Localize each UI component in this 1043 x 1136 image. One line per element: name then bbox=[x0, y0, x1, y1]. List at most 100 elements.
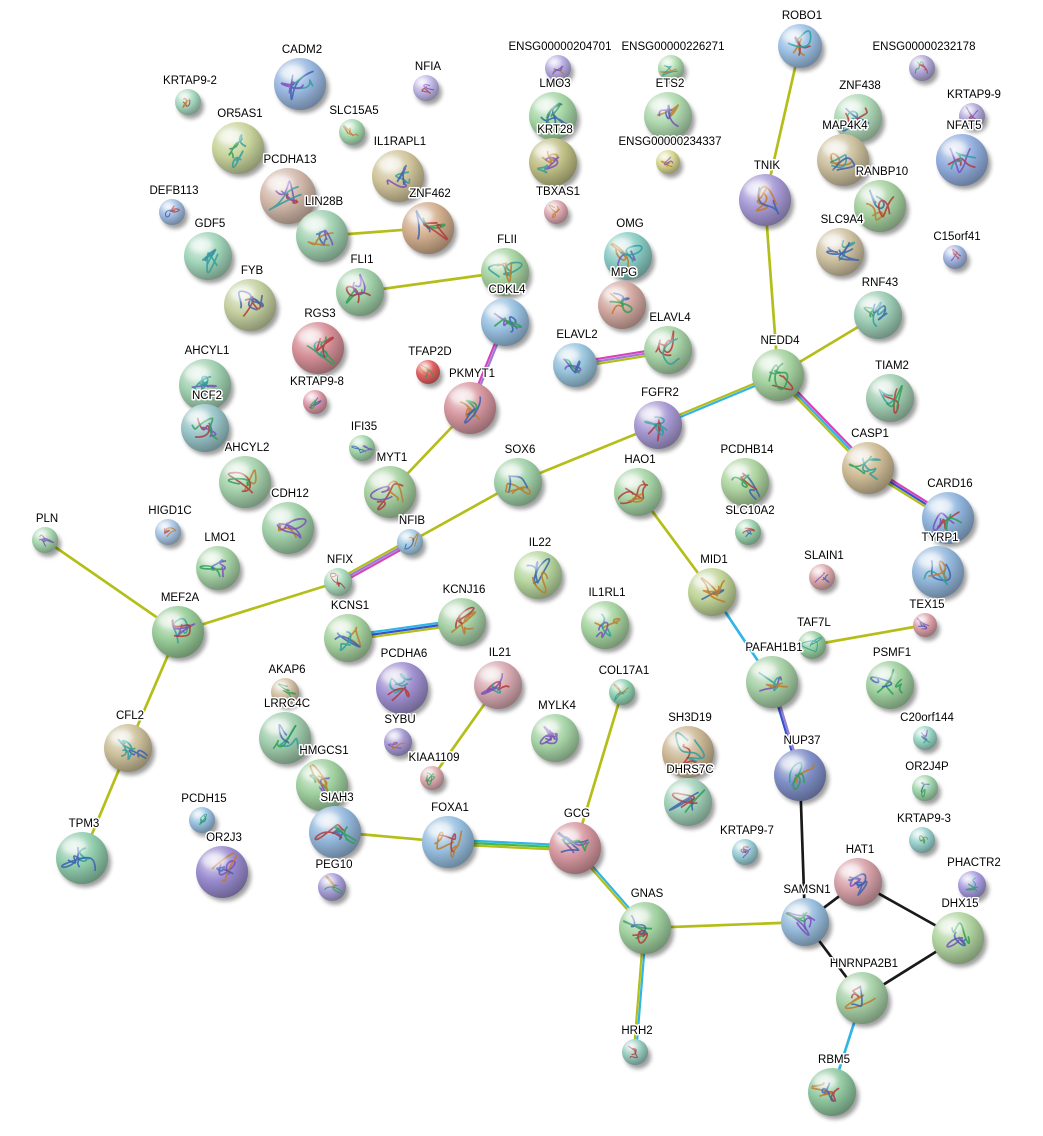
protein-node[interactable]: KCNS1 bbox=[324, 599, 375, 666]
protein-node[interactable]: DHRS7C bbox=[664, 763, 715, 830]
interaction-edge-strand[interactable] bbox=[763, 44, 802, 202]
protein-sphere[interactable] bbox=[809, 564, 835, 590]
protein-sphere[interactable] bbox=[494, 458, 542, 506]
protein-node[interactable]: ENSG00000234337 bbox=[617, 135, 723, 178]
protein-node[interactable]: PCDHB14 bbox=[719, 443, 776, 510]
protein-node[interactable]: COL17A1 bbox=[597, 664, 651, 709]
protein-node[interactable]: KRT28 bbox=[529, 123, 580, 190]
protein-node[interactable]: PCDH15 bbox=[180, 792, 228, 837]
protein-node[interactable]: KCNJ16 bbox=[438, 583, 489, 650]
protein-node[interactable]: IL1RAPL1 bbox=[372, 135, 428, 206]
protein-node[interactable]: CARD16 bbox=[922, 477, 977, 548]
protein-node[interactable]: CFL2 bbox=[104, 709, 155, 776]
interaction-edge-strand[interactable] bbox=[176, 580, 340, 634]
protein-sphere[interactable] bbox=[196, 846, 248, 898]
protein-node[interactable]: GNAS bbox=[619, 887, 674, 958]
protein-node[interactable]: ENSG00000226271 bbox=[620, 40, 726, 85]
protein-sphere[interactable] bbox=[152, 606, 204, 658]
interaction-edge[interactable] bbox=[810, 623, 927, 647]
protein-node[interactable]: NUP37 bbox=[774, 734, 829, 805]
protein-node[interactable]: NFIB bbox=[397, 514, 427, 559]
protein-node[interactable]: RANBP10 bbox=[854, 165, 910, 236]
protein-node[interactable]: ETS2 bbox=[644, 77, 695, 144]
protein-node[interactable]: TEX15 bbox=[908, 598, 946, 641]
protein-node[interactable]: MEF2A bbox=[152, 591, 207, 662]
protein-node[interactable]: TFAP2D bbox=[407, 345, 453, 388]
protein-sphere[interactable] bbox=[339, 119, 365, 145]
protein-node[interactable]: KRTAP9-9 bbox=[946, 88, 1002, 133]
protein-node[interactable]: HNRNPA2B1 bbox=[828, 957, 900, 1028]
protein-node[interactable]: SOX6 bbox=[494, 443, 545, 510]
protein-node[interactable]: SYBU bbox=[383, 713, 417, 760]
protein-node[interactable]: LMO1 bbox=[196, 531, 243, 594]
protein-node[interactable]: RNF43 bbox=[854, 276, 905, 343]
protein-sphere[interactable] bbox=[656, 150, 680, 174]
protein-node[interactable]: DEFB113 bbox=[148, 184, 200, 229]
protein-node[interactable]: ENSG00000232178 bbox=[871, 40, 977, 85]
protein-node[interactable]: RBM5 bbox=[808, 1053, 859, 1120]
protein-node[interactable]: PKMYT1 bbox=[444, 367, 499, 438]
protein-node[interactable]: IL1RL1 bbox=[581, 586, 632, 653]
protein-node[interactable]: GDF5 bbox=[184, 217, 235, 284]
protein-node[interactable]: HIGD1C bbox=[147, 504, 193, 549]
protein-node[interactable]: AKAP6 bbox=[267, 663, 307, 710]
protein-node[interactable]: SIAH3 bbox=[309, 791, 364, 862]
protein-node[interactable]: PLN bbox=[32, 512, 61, 557]
protein-node[interactable]: IL22 bbox=[514, 536, 565, 603]
protein-sphere[interactable] bbox=[739, 174, 791, 226]
protein-node[interactable]: PHACTR2 bbox=[946, 856, 1002, 903]
protein-node[interactable]: AHCYL1 bbox=[179, 344, 234, 415]
protein-node[interactable]: AHCYL2 bbox=[219, 441, 274, 512]
protein-node[interactable]: HMGCS1 bbox=[296, 744, 351, 815]
interaction-edge-strand[interactable] bbox=[516, 423, 660, 484]
protein-node[interactable]: ELAVL2 bbox=[553, 328, 600, 391]
protein-node[interactable]: HAO1 bbox=[614, 453, 665, 520]
protein-node[interactable]: MPG bbox=[598, 266, 649, 333]
protein-node[interactable]: PCDHA13 bbox=[260, 153, 319, 228]
protein-sphere[interactable] bbox=[212, 122, 264, 174]
protein-node[interactable]: OR5AS1 bbox=[212, 107, 267, 178]
protein-node[interactable]: SLAIN1 bbox=[803, 549, 845, 594]
protein-sphere[interactable] bbox=[224, 279, 276, 331]
protein-sphere[interactable] bbox=[553, 343, 597, 387]
protein-node[interactable]: IFI35 bbox=[349, 420, 379, 465]
protein-node[interactable]: OR2J3 bbox=[196, 831, 251, 902]
protein-node[interactable]: HRH2 bbox=[620, 1024, 654, 1069]
protein-sphere[interactable] bbox=[514, 551, 562, 599]
protein-sphere[interactable] bbox=[644, 326, 692, 374]
protein-sphere[interactable] bbox=[581, 601, 629, 649]
protein-node[interactable]: ROBO1 bbox=[778, 9, 825, 72]
protein-sphere[interactable] bbox=[438, 598, 486, 646]
protein-node[interactable]: RGS3 bbox=[292, 307, 347, 378]
protein-node[interactable]: KRTAP9-7 bbox=[719, 824, 775, 869]
protein-node[interactable]: NFIA bbox=[413, 60, 443, 105]
protein-sphere[interactable] bbox=[644, 92, 692, 140]
protein-sphere[interactable] bbox=[549, 822, 601, 874]
protein-node[interactable]: FLI1 bbox=[336, 253, 387, 320]
protein-node[interactable]: NFIX bbox=[324, 553, 355, 600]
protein-node[interactable]: PSMF1 bbox=[866, 646, 917, 713]
protein-node[interactable]: ZNF462 bbox=[402, 187, 457, 258]
protein-node[interactable]: SLC10A2 bbox=[724, 504, 776, 549]
protein-node[interactable]: TPM3 bbox=[56, 817, 111, 888]
protein-sphere[interactable] bbox=[958, 871, 986, 899]
protein-node[interactable]: TYRP1 bbox=[912, 531, 967, 602]
protein-node[interactable]: TBXAS1 bbox=[534, 185, 582, 228]
protein-node[interactable]: MAP4K4 bbox=[817, 119, 872, 190]
protein-node[interactable]: OR2J4P bbox=[904, 760, 951, 805]
protein-node[interactable]: LRRC4C bbox=[259, 697, 314, 768]
interaction-edge[interactable] bbox=[573, 690, 624, 850]
protein-node[interactable]: MYLK4 bbox=[531, 699, 582, 766]
protein-node[interactable]: FYB bbox=[224, 264, 279, 335]
protein-node[interactable]: NFAT5 bbox=[936, 119, 991, 190]
protein-node[interactable]: SLC15A5 bbox=[328, 104, 380, 149]
protein-node[interactable]: CASP1 bbox=[842, 427, 897, 498]
protein-sphere[interactable] bbox=[913, 613, 937, 637]
protein-node[interactable]: OMG bbox=[604, 217, 655, 284]
protein-node[interactable]: CADM2 bbox=[274, 43, 329, 114]
protein-node[interactable]: FOXA1 bbox=[422, 801, 477, 872]
protein-node[interactable]: CDKL4 bbox=[481, 283, 532, 350]
protein-node[interactable]: PEG10 bbox=[314, 858, 354, 905]
